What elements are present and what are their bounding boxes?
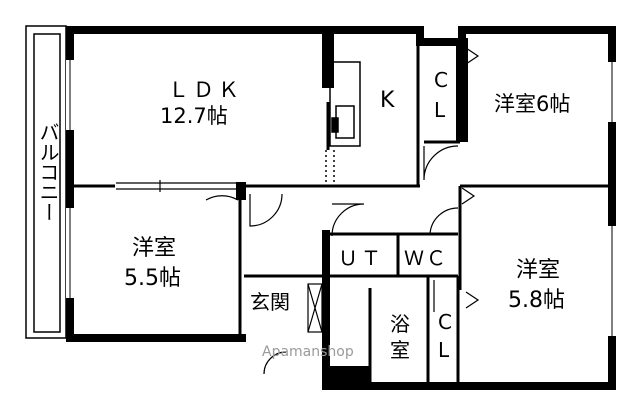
entrance-label: 玄関 — [250, 290, 290, 314]
ut-label: ＵＴ — [338, 246, 384, 270]
kitchen-counter — [325, 61, 361, 186]
watermark: Apamanshop — [262, 344, 354, 360]
bedroom-55-label: 洋室 — [132, 236, 177, 261]
bath-label-top: 浴 — [390, 312, 410, 336]
bedroom-58-label: 洋室 — [516, 258, 561, 283]
balcony-label: バルコニー — [36, 122, 60, 222]
closet-top-label: C — [434, 68, 448, 92]
interior-walls — [70, 30, 612, 386]
bedroom-6-label: 洋室6帖 — [494, 92, 571, 116]
ldk-label: ＬＤＫ — [168, 78, 243, 102]
ldk-size-label: 12.7帖 — [160, 104, 228, 128]
entrance-cabinet — [307, 283, 323, 333]
bedroom-58-size-label: 5.8帖 — [508, 288, 565, 313]
outer-walls — [66, 26, 616, 390]
bath-label-bottom: 室 — [390, 338, 410, 362]
closet-bottom-label-2: L — [438, 338, 450, 362]
closet-top-label-2: L — [434, 98, 446, 122]
door-swings — [205, 47, 480, 375]
wc-label: ＷＣ — [404, 246, 448, 270]
windows — [66, 60, 616, 336]
closet-bottom-label: C — [438, 310, 452, 334]
kitchen-label: K — [380, 88, 395, 113]
sliding-doors — [116, 180, 240, 192]
bedroom-55-size-label: 5.5帖 — [124, 266, 181, 291]
